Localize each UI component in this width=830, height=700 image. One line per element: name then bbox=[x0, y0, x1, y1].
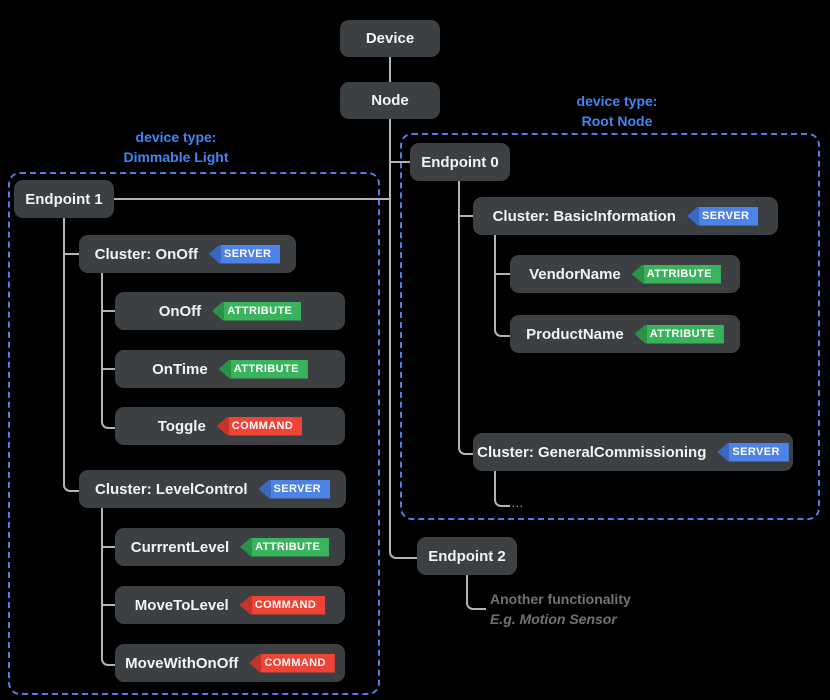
server-badge: SERVER bbox=[686, 206, 759, 226]
attribute-badge-label: ATTRIBUTE bbox=[646, 267, 712, 280]
connector-node-trunk-to-endpoint2 bbox=[389, 119, 419, 559]
command-badge-label: COMMAND bbox=[231, 419, 294, 432]
badge-arrow-decoration bbox=[631, 264, 644, 284]
device-type-label-dimmable-light: device type: Dimmable Light bbox=[86, 128, 266, 167]
connector-basicinformation-trunk bbox=[494, 235, 512, 337]
ellipsis-text: ... bbox=[512, 499, 525, 509]
server-badge-label: SERVER bbox=[223, 247, 272, 260]
connector-branch-ontime bbox=[101, 368, 115, 370]
attribute-badge-label: ATTRIBUTE bbox=[233, 362, 299, 375]
cluster-box-label: Cluster: OnOff bbox=[94, 245, 198, 263]
connector-branch-movetolevel bbox=[101, 604, 115, 606]
attribute-badge: ATTRIBUTE bbox=[212, 301, 302, 321]
cluster-box-levelcontrol: Cluster: LevelControl SERVER bbox=[79, 470, 346, 508]
badge-arrow-decoration bbox=[634, 324, 647, 344]
connector-generalcommissioning-ellipsis bbox=[494, 471, 510, 507]
device-box-label: Device bbox=[365, 30, 415, 47]
connector-branch-currrentlevel bbox=[101, 546, 115, 548]
server-badge-label: SERVER bbox=[701, 209, 750, 222]
command-box-label: MoveWithOnOff bbox=[125, 654, 239, 672]
node-box: Node bbox=[340, 82, 440, 119]
attribute-badge: ATTRIBUTE bbox=[240, 537, 330, 557]
device-type-label-line2: Dimmable Light bbox=[123, 148, 229, 165]
server-badge: SERVER bbox=[208, 244, 281, 264]
attribute-badge-label: ATTRIBUTE bbox=[255, 540, 321, 553]
connector-branch-onoff bbox=[101, 310, 115, 312]
device-type-label-root-node: device type: Root Node bbox=[527, 92, 707, 131]
endpoint-box-2: Endpoint 2 bbox=[417, 537, 517, 575]
badge-arrow-decoration bbox=[212, 301, 225, 321]
badge-arrow-decoration bbox=[249, 653, 262, 673]
endpoint2-note-line1: Another functionality bbox=[490, 591, 631, 607]
cluster-box-label: Cluster: BasicInformation bbox=[492, 207, 676, 225]
cluster-box-onoff: Cluster: OnOff SERVER bbox=[79, 235, 296, 273]
server-badge: SERVER bbox=[717, 442, 789, 462]
badge-arrow-decoration bbox=[208, 244, 221, 264]
attribute-badge-label: ATTRIBUTE bbox=[227, 304, 293, 317]
command-box-movewithonoff: MoveWithOnOff COMMAND bbox=[115, 644, 345, 682]
device-box: Device bbox=[340, 20, 440, 57]
command-badge: COMMAND bbox=[216, 416, 303, 436]
attribute-box-productname: ProductName ATTRIBUTE bbox=[510, 315, 740, 353]
device-type-label-line2: Root Node bbox=[581, 112, 653, 129]
command-badge: COMMAND bbox=[249, 653, 335, 673]
command-box-toggle: Toggle COMMAND bbox=[115, 407, 345, 445]
endpoint-box-1-label: Endpoint 1 bbox=[25, 190, 103, 208]
badge-arrow-decoration bbox=[218, 359, 231, 379]
command-badge: COMMAND bbox=[239, 595, 326, 615]
connector-branch-cluster-onoff bbox=[63, 253, 79, 255]
connector-branch-basicinformation bbox=[458, 215, 473, 217]
badge-arrow-decoration bbox=[239, 595, 252, 615]
badge-arrow-decoration bbox=[240, 537, 253, 557]
attribute-badge: ATTRIBUTE bbox=[218, 359, 308, 379]
connector-cluster-onoff-trunk bbox=[101, 273, 117, 429]
badge-arrow-decoration bbox=[258, 479, 271, 499]
attribute-box-label: VendorName bbox=[529, 265, 621, 283]
command-badge-label: COMMAND bbox=[254, 598, 317, 611]
endpoint-box-0: Endpoint 0 bbox=[410, 143, 510, 181]
connector-cluster-levelcontrol-trunk bbox=[101, 508, 117, 666]
badge-arrow-decoration bbox=[216, 416, 229, 436]
server-badge: SERVER bbox=[258, 479, 330, 499]
endpoint-box-2-label: Endpoint 2 bbox=[428, 547, 506, 565]
attribute-box-onoff: OnOff ATTRIBUTE bbox=[115, 292, 345, 330]
cluster-box-generalcommissioning: Cluster: GeneralCommissioning SERVER bbox=[473, 433, 793, 471]
attribute-box-currrentlevel: CurrrentLevel ATTRIBUTE bbox=[115, 528, 345, 566]
attribute-badge-label: ATTRIBUTE bbox=[649, 327, 715, 340]
cluster-box-label: Cluster: LevelControl bbox=[95, 480, 248, 498]
server-badge-label: SERVER bbox=[273, 482, 321, 495]
group-border-root-node bbox=[400, 133, 820, 520]
attribute-box-label: ProductName bbox=[526, 325, 624, 343]
command-box-movetolevel: MoveToLevel COMMAND bbox=[115, 586, 345, 624]
connector-endpoint1-trunk bbox=[63, 218, 81, 492]
attribute-box-label: OnTime bbox=[152, 360, 208, 378]
endpoint2-note-line2: E.g. Motion Sensor bbox=[490, 611, 617, 627]
connector-branch-endpoint0 bbox=[389, 161, 410, 163]
device-type-label-line1: device type: bbox=[576, 93, 658, 109]
endpoint-box-0-label: Endpoint 0 bbox=[421, 153, 499, 171]
attribute-box-vendorname: VendorName ATTRIBUTE bbox=[510, 255, 740, 293]
command-box-label: Toggle bbox=[157, 417, 206, 435]
badge-arrow-decoration bbox=[717, 442, 730, 462]
connector-endpoint2-note bbox=[466, 575, 486, 610]
attribute-badge: ATTRIBUTE bbox=[634, 324, 724, 344]
badge-arrow-decoration bbox=[686, 206, 699, 226]
node-box-label: Node bbox=[371, 92, 409, 109]
attribute-box-label: CurrrentLevel bbox=[130, 538, 230, 556]
endpoint-box-1: Endpoint 1 bbox=[14, 180, 114, 218]
server-badge-label: SERVER bbox=[732, 445, 780, 458]
command-box-label: MoveToLevel bbox=[134, 596, 229, 614]
device-type-label-line1: device type: bbox=[135, 129, 217, 145]
group-border-dimmable-light bbox=[8, 172, 380, 695]
command-badge-label: COMMAND bbox=[264, 656, 326, 669]
attribute-badge: ATTRIBUTE bbox=[631, 264, 721, 284]
cluster-box-label: Cluster: GeneralCommissioning bbox=[477, 443, 707, 461]
connector-device-node bbox=[389, 57, 391, 82]
attribute-box-ontime: OnTime ATTRIBUTE bbox=[115, 350, 345, 388]
connector-branch-endpoint1 bbox=[113, 198, 389, 200]
connector-branch-vendorname bbox=[494, 273, 510, 275]
connector-endpoint0-trunk bbox=[458, 181, 475, 455]
cluster-box-basicinformation: Cluster: BasicInformation SERVER bbox=[473, 197, 778, 235]
attribute-box-label: OnOff bbox=[158, 302, 202, 320]
